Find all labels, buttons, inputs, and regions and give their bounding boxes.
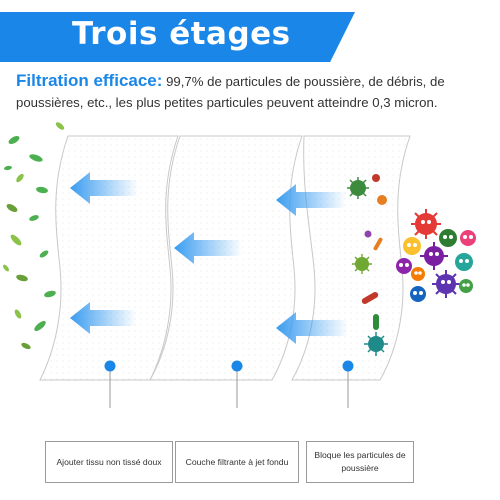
layer-2-label: Couche filtrante à jet fondu <box>175 441 299 483</box>
arrow-left-icon <box>70 172 138 204</box>
pointer-dot-icon <box>104 360 116 372</box>
filter-layers-illustration <box>3 122 476 408</box>
arrow-left-icon <box>174 232 242 264</box>
layer-3-label: Bloque les particules de poussière <box>306 441 414 483</box>
page-title: Trois étages <box>72 16 291 52</box>
germ-icon <box>347 174 476 356</box>
title-banner <box>0 12 355 62</box>
layer-1-label: Ajouter tissu non tissé doux <box>45 441 173 483</box>
leaf-icon <box>3 122 65 350</box>
layer-1-sheet <box>39 135 179 381</box>
arrow-left-icon <box>276 184 346 216</box>
layer-3-sheet <box>291 135 411 381</box>
pointer-dot-icon <box>231 360 243 372</box>
description: Filtration efficace: 99,7% de particules… <box>16 70 486 113</box>
pointer-dot-icon <box>342 360 354 372</box>
layer-2-sheet <box>149 135 303 381</box>
description-text: 99,7% de particules de poussière, de déb… <box>16 74 445 110</box>
arrow-left-icon <box>70 302 136 334</box>
arrow-left-icon <box>276 312 348 344</box>
description-lead: Filtration efficace: <box>16 71 163 90</box>
